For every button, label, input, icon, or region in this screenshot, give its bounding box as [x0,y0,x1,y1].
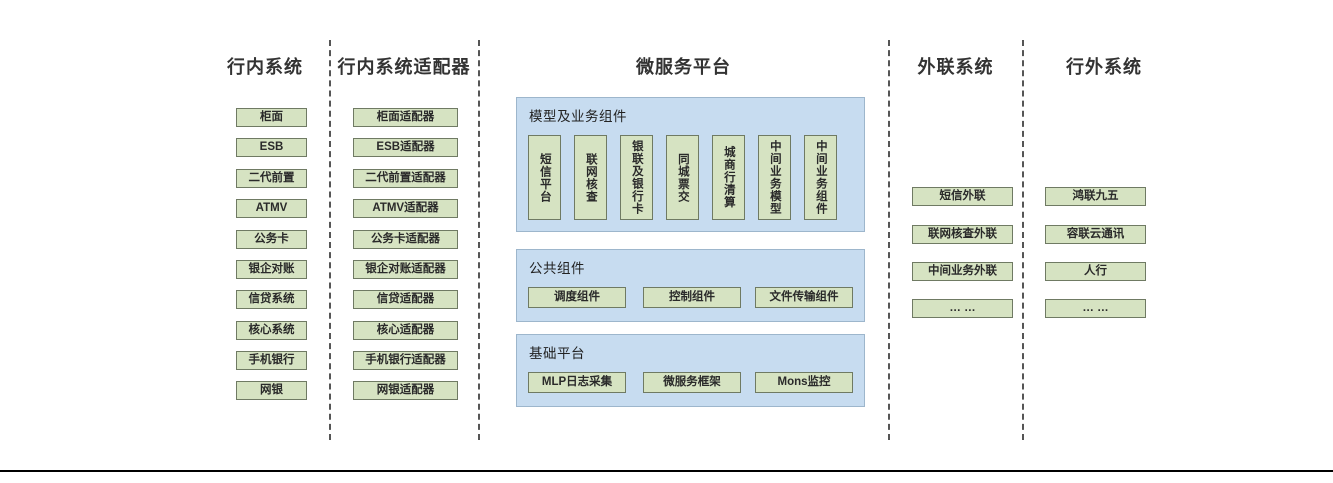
list-item-label: 中间业务模型 [768,140,781,215]
list-item[interactable]: 手机银行 [236,351,307,370]
list-item[interactable]: 联网核查外联 [912,225,1013,244]
list-item[interactable]: 柜面 [236,108,307,127]
list-item[interactable]: 信贷适配器 [353,290,458,309]
column-divider-4 [1022,40,1024,440]
list-item[interactable]: ESB适配器 [353,138,458,157]
list-item[interactable]: 短信平台 [528,135,561,220]
column-header-intra-bank-systems: 行内系统 [227,57,303,77]
list-item-label: 银联及银行卡 [630,140,643,215]
list-item[interactable]: 中间业务外联 [912,262,1013,281]
list-item[interactable]: ATMV [236,199,307,218]
list-item[interactable]: … … [912,299,1013,318]
list-item-label: 同城票交 [676,152,689,203]
list-item[interactable]: 中间业务组件 [804,135,837,220]
list-item[interactable]: 银企对账 [236,260,307,279]
panel-title: 公共组件 [529,261,585,276]
list-item[interactable]: 核心适配器 [353,321,458,340]
column-header-microservice-platform: 微服务平台 [636,57,731,77]
list-item[interactable]: 文件传输组件 [755,287,853,308]
list-item[interactable]: 城商行清算 [712,135,745,220]
list-item[interactable]: Mons监控 [755,372,853,393]
list-item[interactable]: MLP日志采集 [528,372,626,393]
list-item[interactable]: 信贷系统 [236,290,307,309]
column-divider-3 [888,40,890,440]
list-item[interactable]: 调度组件 [528,287,626,308]
list-item[interactable]: 容联云通讯 [1045,225,1146,244]
list-item[interactable]: 核心系统 [236,321,307,340]
list-item-label: 中间业务组件 [814,140,827,215]
page-bottom-rule [0,470,1333,472]
list-item[interactable]: 二代前置适配器 [353,169,458,188]
column-header-intra-bank-adapters: 行内系统适配器 [337,57,471,77]
list-item[interactable]: 银企对账适配器 [353,260,458,279]
list-item[interactable]: … … [1045,299,1146,318]
list-item[interactable]: 柜面适配器 [353,108,458,127]
list-item[interactable]: 公务卡 [236,230,307,249]
list-item[interactable]: 网银 [236,381,307,400]
list-item[interactable]: 微服务框架 [643,372,741,393]
list-item[interactable]: 控制组件 [643,287,741,308]
list-item[interactable]: 鸿联九五 [1045,187,1146,206]
column-divider-2 [478,40,480,440]
panel-title: 基础平台 [529,346,585,361]
panel-base-platform: 基础平台 [516,334,865,407]
list-item[interactable]: 短信外联 [912,187,1013,206]
list-item-label: 城商行清算 [722,146,735,209]
list-item[interactable]: 联网核查 [574,135,607,220]
list-item[interactable]: 手机银行适配器 [353,351,458,370]
list-item[interactable]: 同城票交 [666,135,699,220]
panel-public-components: 公共组件 [516,249,865,322]
list-item-label: 短信平台 [538,152,551,203]
list-item[interactable]: 网银适配器 [353,381,458,400]
list-item[interactable]: 银联及银行卡 [620,135,653,220]
list-item[interactable]: 人行 [1045,262,1146,281]
panel-title: 模型及业务组件 [529,109,627,124]
list-item[interactable]: 二代前置 [236,169,307,188]
column-divider-1 [329,40,331,440]
list-item[interactable]: 公务卡适配器 [353,230,458,249]
column-header-outside-bank-systems: 行外系统 [1066,57,1142,77]
list-item-label: 联网核查 [584,152,597,203]
column-header-external-link-systems: 外联系统 [917,57,994,77]
list-item[interactable]: ESB [236,138,307,157]
list-item[interactable]: 中间业务模型 [758,135,791,220]
list-item[interactable]: ATMV适配器 [353,199,458,218]
